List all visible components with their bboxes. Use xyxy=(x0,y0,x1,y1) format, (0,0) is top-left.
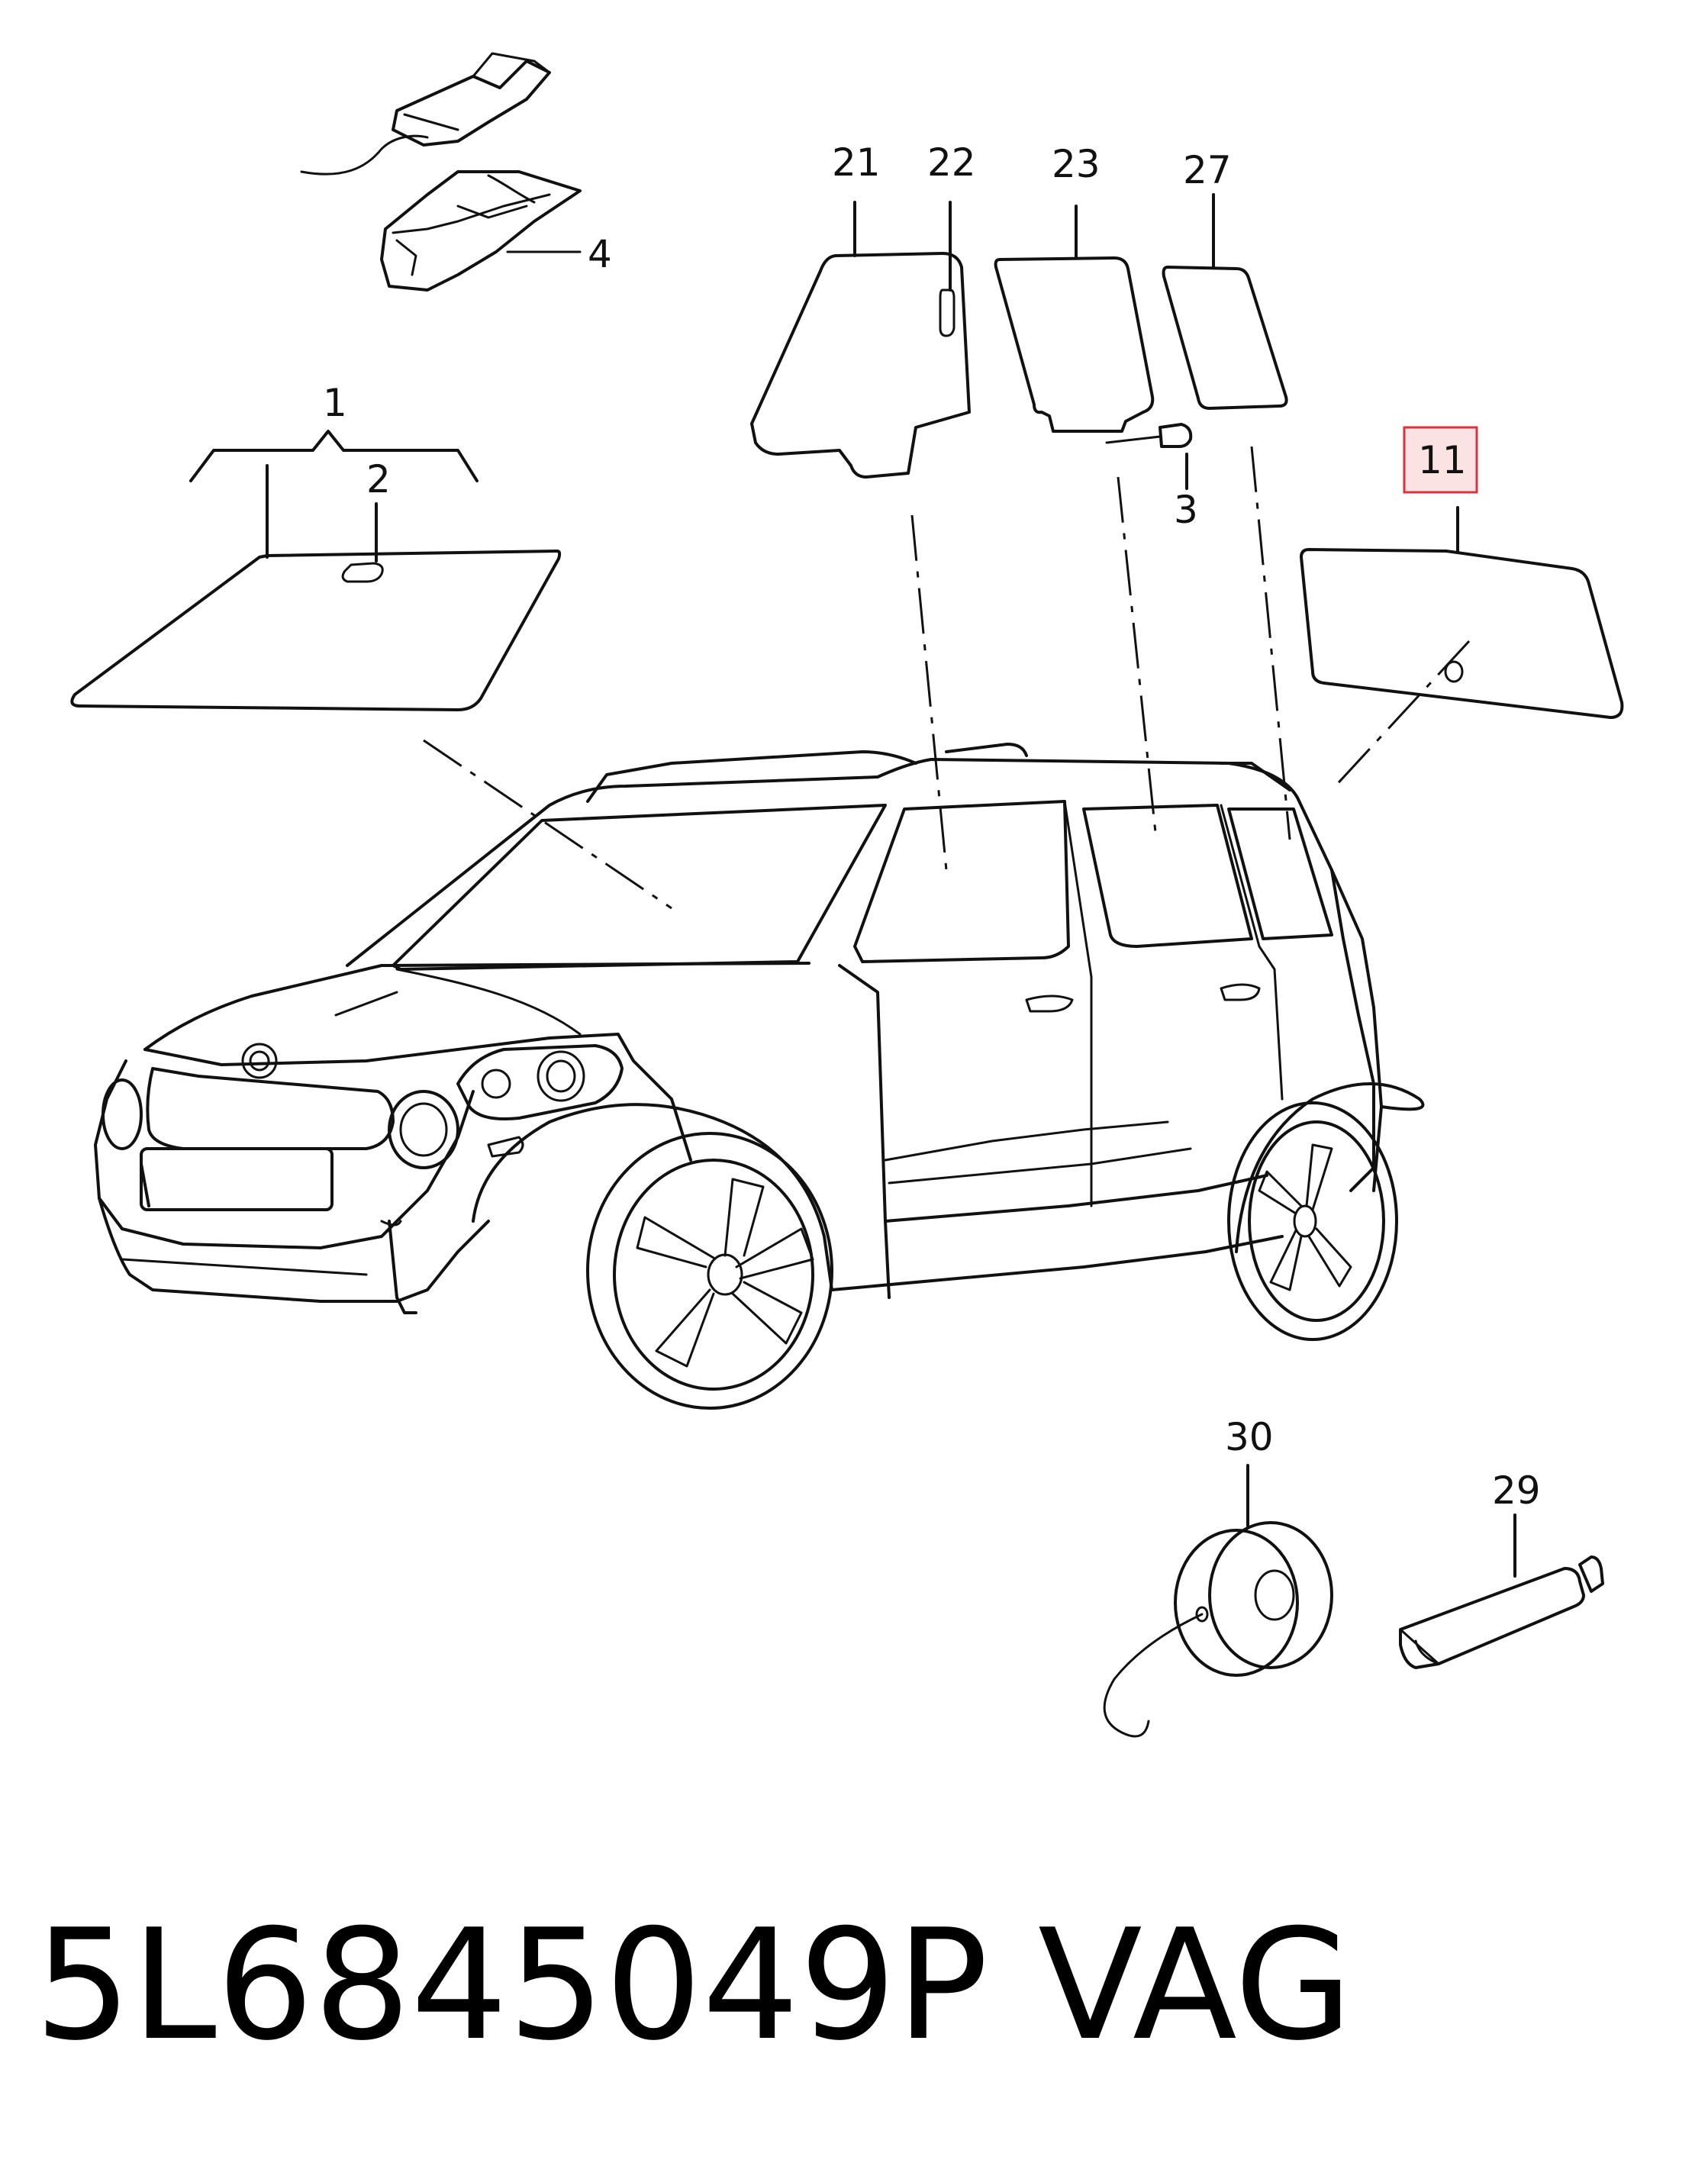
part-number-caption: 5L6845049P xyxy=(34,1897,988,2074)
rear-door-window-part xyxy=(994,205,1155,433)
callout-23: 23 xyxy=(1052,142,1101,186)
rear-window-part xyxy=(1300,506,1624,719)
suv-car-illustration xyxy=(94,743,1425,1410)
callout-1: 1 xyxy=(323,381,347,425)
brand-caption: VAG xyxy=(1038,1897,1352,2074)
callout-30: 30 xyxy=(1225,1415,1274,1459)
front-door-window-part xyxy=(750,201,971,479)
callout-29: 29 xyxy=(1492,1468,1541,1513)
callout-11: 11 xyxy=(1418,438,1467,482)
callout-2: 2 xyxy=(366,457,391,501)
callout-27: 27 xyxy=(1183,148,1232,192)
quarter-window-part xyxy=(1162,193,1288,410)
callout-4: 4 xyxy=(588,232,612,276)
callout-21: 21 xyxy=(832,140,881,185)
cutting-wire-roll-part xyxy=(1103,1464,1333,1738)
leader-lines xyxy=(423,446,1471,910)
callout-3: 3 xyxy=(1174,488,1198,532)
highlight-box xyxy=(1403,426,1478,494)
screw-part xyxy=(1105,423,1193,490)
windscreen-part xyxy=(70,430,562,711)
callout-22: 22 xyxy=(927,140,976,185)
rain-sensor-part xyxy=(300,52,582,292)
adhesive-tube-part xyxy=(1399,1513,1604,1669)
